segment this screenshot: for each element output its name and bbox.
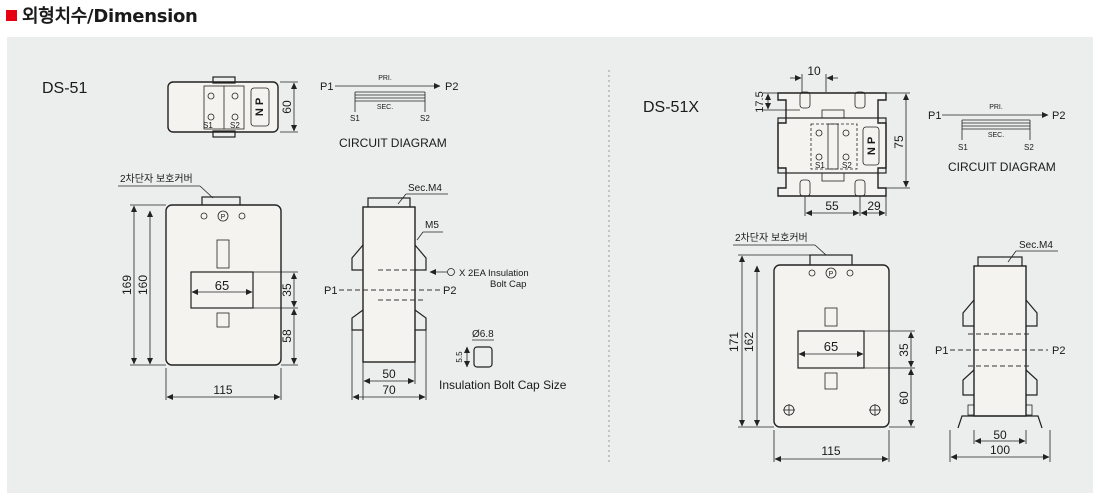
- ds51x-dim-17-5: 17.5: [754, 91, 766, 112]
- model-label-ds51: DS-51: [42, 80, 87, 97]
- cap-caption: Insulation Bolt Cap Size: [439, 378, 567, 392]
- ds51x-circuit-sec: SEC.: [988, 132, 1004, 139]
- ds51x-top-s1: S1: [815, 161, 825, 170]
- cap-height-label: 5.5: [455, 351, 464, 363]
- ds51-dim-60: 60: [280, 100, 294, 114]
- model-label-ds51x: DS-51X: [643, 99, 699, 116]
- ds51x-dim-50: 50: [993, 428, 1007, 442]
- ds51x-front-view: 2차단자 보호커버 P 65 171 162 35 60 115: [727, 232, 915, 462]
- ds51x-circuit-p2: P2: [1052, 110, 1065, 122]
- cap-dia-label: Ø6.8: [472, 329, 494, 340]
- ds51-top-view: S1 S2 N P 60: [167, 76, 298, 138]
- ds51-circuit-caption: CIRCUIT DIAGRAM: [339, 136, 447, 150]
- ds51-dim-160: 160: [136, 275, 150, 295]
- ds51x-top-s2: S2: [842, 161, 852, 170]
- ds51-top-s2: S2: [230, 121, 240, 130]
- bolt-cap-icon: [447, 268, 455, 276]
- section-header: 외형치수/Dimension: [6, 3, 198, 27]
- ds51-circuit-pri: PRI.: [378, 75, 392, 82]
- ds51-dim-115: 115: [213, 383, 232, 397]
- ds51-side-p1: P1: [324, 285, 337, 297]
- ds51x-dim-55: 55: [825, 199, 839, 213]
- ds51x-dim-35: 35: [897, 343, 911, 357]
- ds51x-sec-m4: Sec.M4: [1019, 240, 1053, 251]
- ds51-sec-m4: Sec.M4: [408, 183, 442, 194]
- ds51-front-view: 2차단자 보호커버 P 65 169 160 35 58 115: [118, 173, 298, 400]
- ds51-side-p2: P2: [443, 285, 456, 297]
- section-title: 외형치수/Dimension: [22, 6, 198, 27]
- ds51-np-plate: N P: [254, 98, 266, 116]
- ds51x-term-p: P: [829, 271, 834, 278]
- red-square-icon: [6, 9, 17, 21]
- ds51x-top-view: 10 S1 S2 N P 17.5 75 55 29: [754, 64, 910, 216]
- ds51x-circuit-diagram: P1 P2 PRI. SEC. S1 S2 CIRCUIT DIAGRAM: [928, 104, 1065, 174]
- ds51x-dim-65: 65: [824, 339, 838, 354]
- ds51-dim-169: 169: [120, 275, 134, 295]
- ds51x-side-p1: P1: [935, 345, 948, 357]
- ds51-dim-50: 50: [382, 367, 396, 381]
- ds51x-cover-label: 2차단자 보호커버: [735, 232, 808, 244]
- ds51-circuit-sec: SEC.: [377, 104, 393, 111]
- ds51-circuit-s1: S1: [350, 114, 360, 123]
- ds51x-dim-100: 100: [990, 443, 1010, 457]
- ds51-bolt-note2: Bolt Cap: [490, 279, 526, 290]
- ds51x-dim-10: 10: [807, 64, 821, 78]
- ds51-circuit-p2: P2: [445, 81, 458, 93]
- ds51-circuit-p1: P1: [320, 81, 333, 93]
- ds51-top-s1: S1: [203, 121, 213, 130]
- ds51x-circuit-s2: S2: [1024, 143, 1034, 152]
- ds51-side-view: Sec.M4 M5 P1 P2 X 2EA Insulation Bolt Ca…: [324, 183, 529, 400]
- ds51-cover-label: 2차단자 보호커버: [120, 173, 193, 185]
- ds51x-side-p2: P2: [1052, 345, 1065, 357]
- ds51-dim-58: 58: [280, 329, 294, 343]
- ds51x-circuit-caption: CIRCUIT DIAGRAM: [948, 160, 1056, 174]
- ds51x-dim-29: 29: [867, 199, 881, 213]
- ds51x-np-plate: N P: [866, 137, 878, 155]
- ds51x-circuit-p1: P1: [928, 110, 941, 122]
- ds51x-dim-171: 171: [727, 332, 741, 352]
- ds51x-circuit-s1: S1: [958, 143, 968, 152]
- ds51-dim-65: 65: [215, 278, 229, 293]
- bolt-cap-detail: Ø6.8 5.5 Insulation Bolt Cap Size: [439, 329, 567, 392]
- ds51x-dim-162: 162: [742, 332, 756, 352]
- ds51x-dim-60: 60: [897, 391, 911, 405]
- ds51-circuit-s2: S2: [420, 114, 430, 123]
- ds51-dim-35: 35: [280, 283, 294, 297]
- ds51-circuit-diagram: P1 P2 PRI. SEC. S1 S2 CIRCUIT DIAGRAM: [320, 75, 458, 150]
- ds51-dim-70: 70: [382, 383, 396, 397]
- ds51-term-p: P: [221, 214, 226, 221]
- ds51-bolt-note: X 2EA Insulation: [459, 268, 529, 279]
- ds51-m5: M5: [425, 220, 439, 231]
- ds51x-circuit-pri: PRI.: [989, 104, 1003, 111]
- ds51x-dim-115: 115: [821, 444, 840, 458]
- ds51x-side-view: Sec.M4 P1 P2 50 100: [935, 240, 1065, 462]
- ds51x-dim-75: 75: [892, 135, 906, 149]
